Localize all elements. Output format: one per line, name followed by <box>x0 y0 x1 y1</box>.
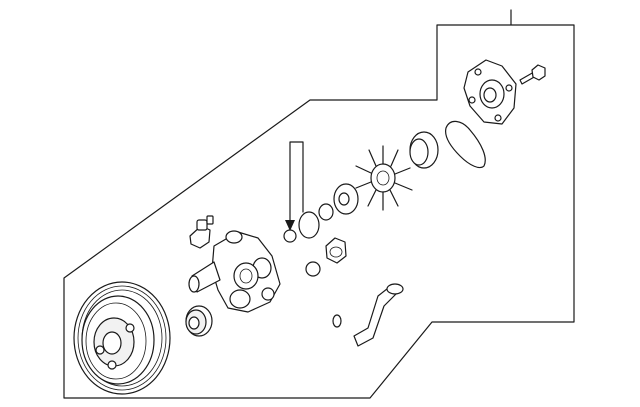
assembly-frame <box>63 9 575 399</box>
plug-bolt <box>325 237 347 264</box>
return-hose-fitting <box>353 283 404 347</box>
gasket <box>445 120 486 169</box>
bearing <box>185 305 213 337</box>
cam-ring <box>409 131 439 169</box>
o-ring-lower <box>305 261 321 277</box>
o-ring-small <box>318 203 334 221</box>
rotor-vane-assembly <box>355 145 413 211</box>
washer <box>333 183 359 215</box>
o-ring <box>283 229 297 243</box>
return-hose-o-ring <box>332 314 342 328</box>
pressure-switch <box>189 215 214 249</box>
o-ring-large <box>298 211 320 239</box>
callout-arrow <box>285 141 304 231</box>
pump-body <box>188 230 281 313</box>
pulley <box>73 281 171 395</box>
bolt <box>519 64 546 85</box>
cover-plate <box>463 59 517 125</box>
